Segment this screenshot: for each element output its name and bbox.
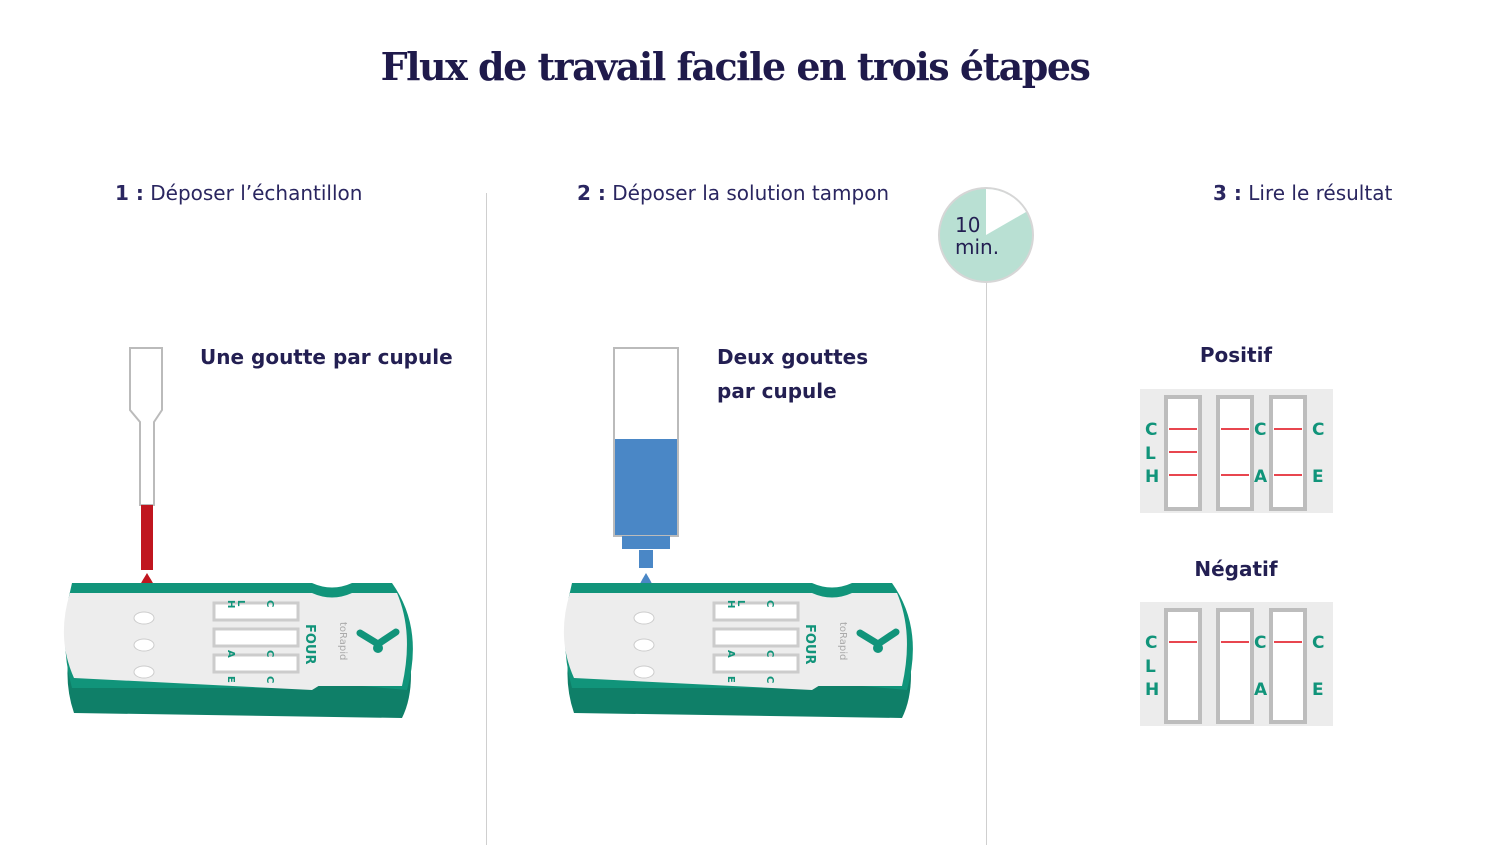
svg-text:C: C [264,600,275,607]
svg-text:L: L [1145,444,1156,464]
svg-text:E: E [1312,680,1324,700]
step-1-heading: 1 : Déposer l’échantillon [115,181,362,205]
timer-pie-icon [938,187,1034,283]
result-negative-label: Négatif [1194,557,1278,581]
timer-unit: min. [955,235,1000,259]
svg-text:C: C [764,676,775,683]
step-number: 3 : [1213,181,1242,205]
svg-text:C: C [1254,633,1266,653]
svg-text:C: C [1312,420,1324,440]
result-positive-label: Positif [1199,343,1273,367]
svg-text:L: L [1145,657,1156,677]
svg-text:A: A [225,650,236,658]
divider [486,193,487,845]
step-label: Lire le résultat [1248,181,1393,205]
svg-text:C: C [264,676,275,683]
svg-text:L: L [235,600,246,607]
svg-text:A: A [1254,467,1268,487]
svg-text:C: C [264,650,275,657]
svg-text:C: C [1145,420,1157,440]
svg-text:C: C [1254,420,1266,440]
step-label: Déposer la solution tampon [612,181,890,205]
svg-text:E: E [225,676,236,683]
svg-text:E: E [1312,467,1324,487]
timer-value: 10 [955,213,981,237]
svg-text:H: H [1145,467,1159,487]
step-3-heading: 3 : Lire le résultat [1213,181,1392,205]
divider [986,280,987,845]
pipette-icon [129,347,163,604]
buffer-bottle-icon [613,347,679,603]
page-title: Flux de travail facile en trois étapes [380,44,1091,89]
timer: 10 min. [937,186,1035,284]
svg-text:A: A [725,650,736,658]
svg-text:FOUR: FOUR [302,624,317,665]
svg-text:C: C [1312,633,1324,653]
svg-text:H: H [1145,680,1159,700]
step-number: 1 : [115,181,144,205]
step-2-heading: 2 : Déposer la solution tampon [577,181,889,205]
svg-text:C: C [764,600,775,607]
svg-text:C: C [1145,633,1157,653]
svg-text:FOUR: FOUR [802,624,817,665]
step-number: 2 : [577,181,606,205]
svg-text:A: A [1254,680,1268,700]
step-label: Déposer l’échantillon [150,181,363,205]
svg-text:E: E [725,676,736,683]
svg-text:toRapid: toRapid [837,622,848,660]
svg-text:H: H [225,600,236,608]
svg-text:C: C [764,650,775,657]
step-1-caption: Une goutte par cupule [200,345,453,369]
svg-text:L: L [735,600,746,607]
svg-text:toRapid: toRapid [337,622,348,660]
svg-text:H: H [725,600,736,608]
